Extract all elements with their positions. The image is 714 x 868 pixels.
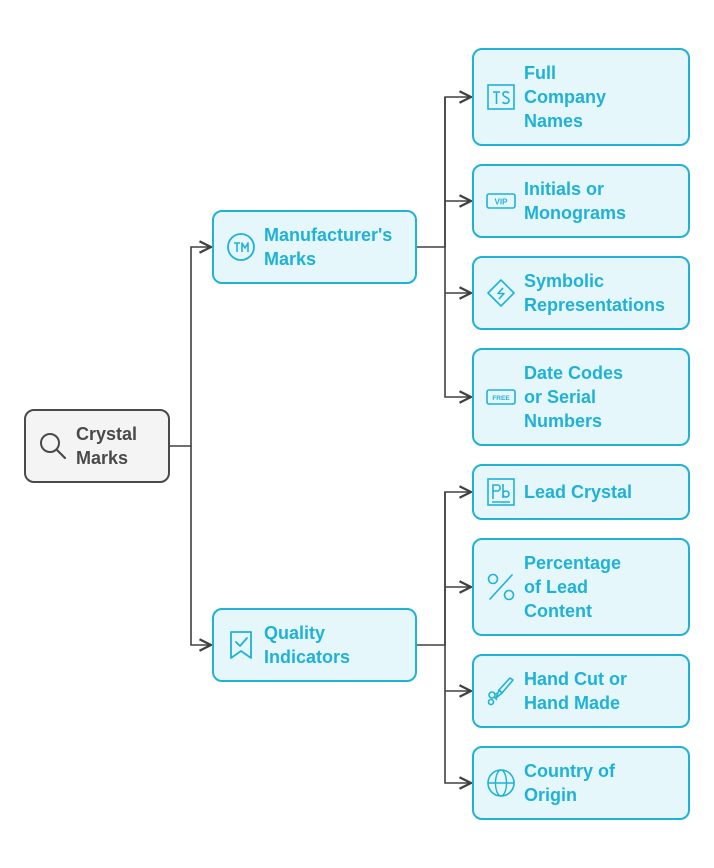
root-node-crystal-marks: Crystal Marks [24, 409, 170, 483]
node-label: Crystal Marks [76, 424, 138, 468]
percent-icon [486, 572, 516, 602]
leaf-node-full-company-names: Full Company Names [472, 48, 690, 146]
node-label: Percentage of Lead Content [524, 553, 622, 621]
svg-text:VIP: VIP [495, 198, 509, 207]
globe-icon [486, 768, 516, 798]
leaf-node-hand-cut-or-hand-made: Hand Cut or Hand Made [472, 654, 690, 728]
leaf-node-percentage-of-lead-content: Percentage of Lead Content [472, 538, 690, 636]
leaf-node-date-codes-or-serial-numbers: FREE Date Codes or Serial Numbers [472, 348, 690, 446]
free-badge-icon: FREE [486, 382, 516, 412]
leaf-node-symbolic-representations: Symbolic Representations [472, 256, 690, 330]
node-label: Manufacturer's Marks [264, 225, 393, 269]
node-label: Symbolic Representations [524, 271, 666, 315]
pb-element-icon [486, 477, 516, 507]
leaf-node-country-of-origin: Country of Origin [472, 746, 690, 820]
node-label: Lead Crystal [524, 482, 633, 502]
branch-node-quality-indicators: Quality Indicators [212, 608, 417, 682]
svg-text:FREE: FREE [492, 395, 510, 402]
node-label: Hand Cut or Hand Made [524, 669, 627, 713]
search-icon [38, 431, 68, 461]
leaf-node-lead-crystal: Lead Crystal [472, 464, 690, 520]
node-label: Country of Origin [524, 761, 615, 805]
hand-tool-icon [486, 676, 516, 706]
node-label: Quality Indicators [264, 623, 351, 667]
node-label: Date Codes or Serial Numbers [524, 363, 624, 431]
vip-badge-icon: VIP [486, 186, 516, 216]
trademark-icon [226, 232, 256, 262]
diamond-symbol-icon [486, 278, 516, 308]
bookmark-check-icon [226, 630, 256, 660]
node-label: Initials or Monograms [524, 179, 627, 223]
node-label: Full Company Names [524, 63, 607, 131]
ts-text-icon [486, 82, 516, 112]
branch-node-manufacturers-marks: Manufacturer's Marks [212, 210, 417, 284]
leaf-node-initials-or-monograms: VIP Initials or Monograms [472, 164, 690, 238]
